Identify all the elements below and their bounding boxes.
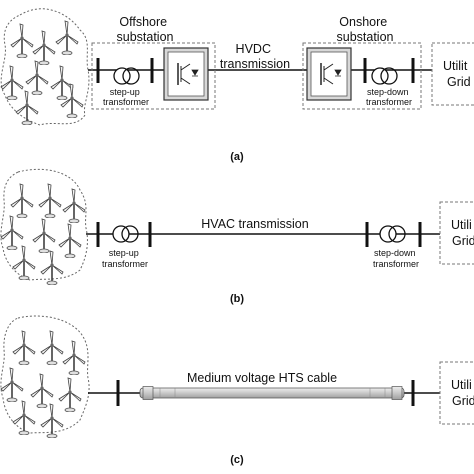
step-up-transformer-icon bbox=[113, 67, 140, 85]
offshore-substation-box bbox=[91, 42, 216, 110]
panel-b: step-up transformer HVAC transmission st… bbox=[0, 168, 474, 305]
hvdc-transmission-label: HVDC transmission bbox=[220, 42, 290, 71]
hts-cable-label: Medium voltage HTS cable bbox=[187, 371, 337, 385]
offshore-substation-label: Offshore substation bbox=[117, 15, 174, 44]
wind-turbines bbox=[0, 20, 84, 125]
utility-grid-box bbox=[439, 201, 474, 265]
hts-cable-icon bbox=[139, 386, 405, 400]
wind-turbine-icon bbox=[40, 250, 64, 285]
utility-grid-label: Utilit Grid bbox=[443, 59, 471, 89]
wind-turbines bbox=[0, 183, 86, 285]
wind-farm-boundary bbox=[0, 315, 90, 434]
wind-turbine-icon bbox=[38, 183, 62, 218]
wind-farm-boundary bbox=[0, 168, 88, 281]
step-up-transformer-icon bbox=[112, 225, 139, 243]
wind-turbine-icon bbox=[58, 377, 82, 412]
step-down-transformer-icon bbox=[371, 67, 398, 85]
wind-turbine-icon bbox=[15, 90, 39, 125]
wind-turbine-icon bbox=[0, 367, 24, 402]
caption-c: (c) bbox=[230, 454, 244, 466]
wind-turbine-icon bbox=[32, 218, 56, 253]
wind-turbine-icon bbox=[50, 65, 74, 100]
utility-grid-label: Utili Grid bbox=[451, 218, 474, 248]
caption-a: (a) bbox=[230, 151, 244, 163]
onshore-substation-label: Onshore substation bbox=[337, 15, 394, 44]
wind-turbine-icon bbox=[12, 330, 36, 365]
wind-turbine-icon bbox=[10, 23, 34, 58]
hvac-transmission-label: HVAC transmission bbox=[201, 217, 308, 231]
wind-turbine-icon bbox=[25, 60, 49, 95]
caption-b: (b) bbox=[230, 293, 244, 305]
wind-turbine-icon bbox=[58, 223, 82, 258]
wind-turbine-icon bbox=[62, 188, 86, 223]
panel-c: Medium voltage HTS cable Utili Grid (c) bbox=[0, 315, 474, 466]
utility-grid-box bbox=[431, 42, 474, 106]
wind-turbine-icon bbox=[32, 30, 56, 65]
step-down-transformer-icon bbox=[379, 225, 406, 243]
wind-turbine-icon bbox=[55, 20, 79, 55]
converter-icon bbox=[163, 47, 209, 101]
wind-turbine-icon bbox=[0, 215, 24, 250]
wind-turbine-icon bbox=[40, 330, 64, 365]
utility-grid-label: Utili Grid bbox=[451, 378, 474, 408]
wind-turbine-icon bbox=[62, 340, 86, 375]
converter-icon bbox=[306, 47, 352, 101]
step-up-transformer-label: step-up transformer bbox=[103, 87, 149, 107]
step-down-transformer-label: step-down transformer bbox=[366, 87, 412, 107]
wind-farm-boundary bbox=[0, 8, 90, 126]
wind-turbine-icon bbox=[12, 400, 36, 435]
wind-turbines bbox=[0, 330, 86, 438]
onshore-substation-box bbox=[302, 42, 422, 110]
wind-turbine-icon bbox=[0, 65, 24, 100]
wind-turbine-icon bbox=[30, 373, 54, 408]
step-up-transformer-label: step-up transformer bbox=[102, 248, 148, 269]
wind-turbine-icon bbox=[12, 245, 36, 280]
step-down-transformer-label: step-down transformer bbox=[373, 248, 419, 269]
wind-turbine-icon bbox=[10, 183, 34, 218]
utility-grid-box bbox=[439, 361, 474, 425]
panel-a: Offshore substation step-up transformer … bbox=[0, 8, 474, 163]
wind-turbine-icon bbox=[60, 83, 84, 118]
